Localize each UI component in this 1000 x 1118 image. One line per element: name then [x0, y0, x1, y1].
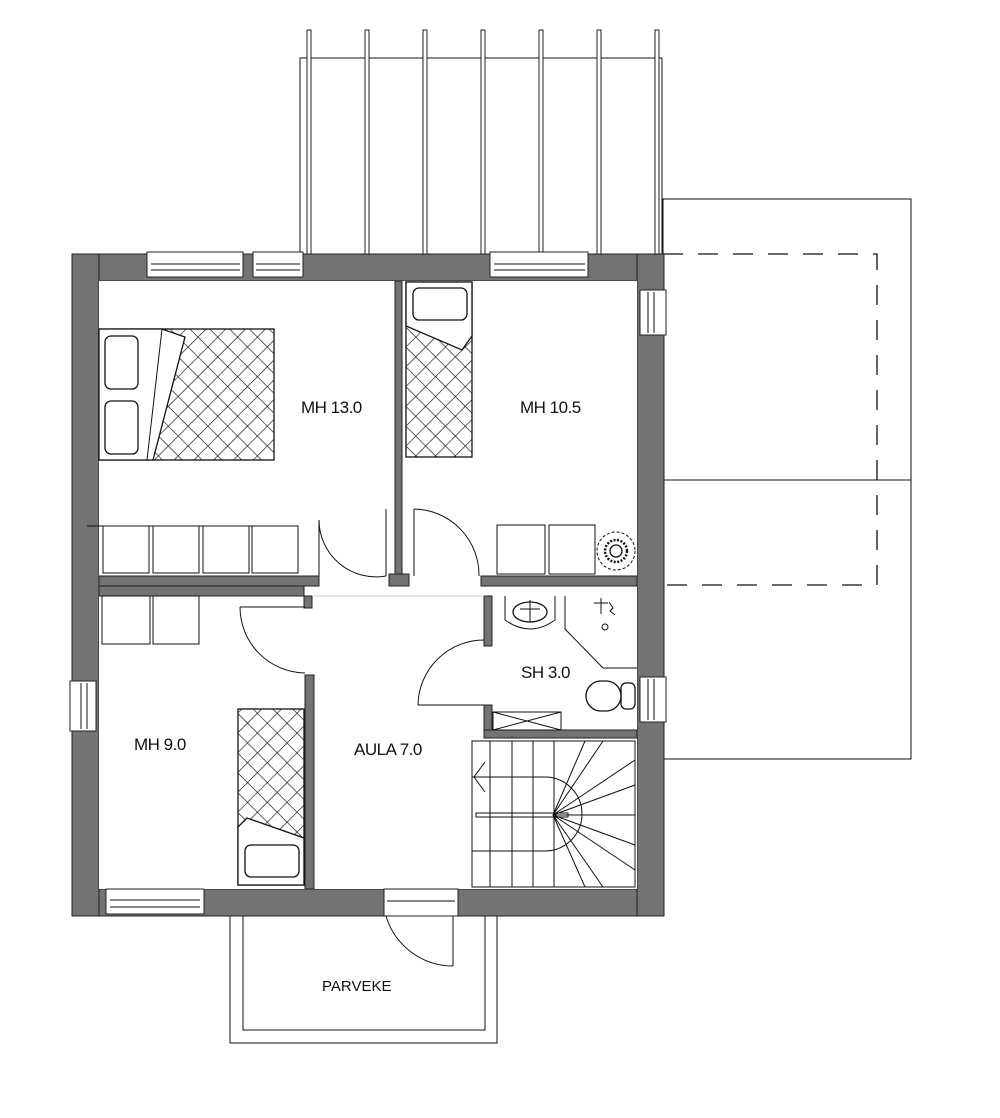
bathroom-fixtures [492, 596, 637, 731]
wardrobe-mh13 [87, 525, 299, 574]
double-bed [98, 328, 275, 461]
room-label-mh10: MH 10.5 [520, 398, 581, 417]
room-label-aula: AULA 7.0 [354, 740, 422, 759]
roof-outline [662, 198, 912, 760]
room-label-parveke: PARVEKE [322, 978, 391, 995]
room-label-mh13: MH 13.0 [301, 398, 362, 417]
single-bed-mh10 [405, 281, 473, 458]
staircase [471, 740, 636, 888]
wardrobe-mh10 [496, 524, 596, 575]
room-label-mh9: MH 9.0 [134, 735, 186, 754]
balcony [229, 909, 498, 1044]
wardrobe-mh9 [101, 595, 200, 645]
doors [239, 508, 485, 967]
windows [69, 251, 667, 917]
single-bed-mh9 [237, 708, 305, 886]
pergola-posts [306, 29, 660, 259]
room-label-sh: SH 3.0 [521, 663, 570, 682]
interior-walls [98, 280, 638, 890]
pergola [299, 29, 663, 259]
chimney-vent [596, 531, 636, 571]
